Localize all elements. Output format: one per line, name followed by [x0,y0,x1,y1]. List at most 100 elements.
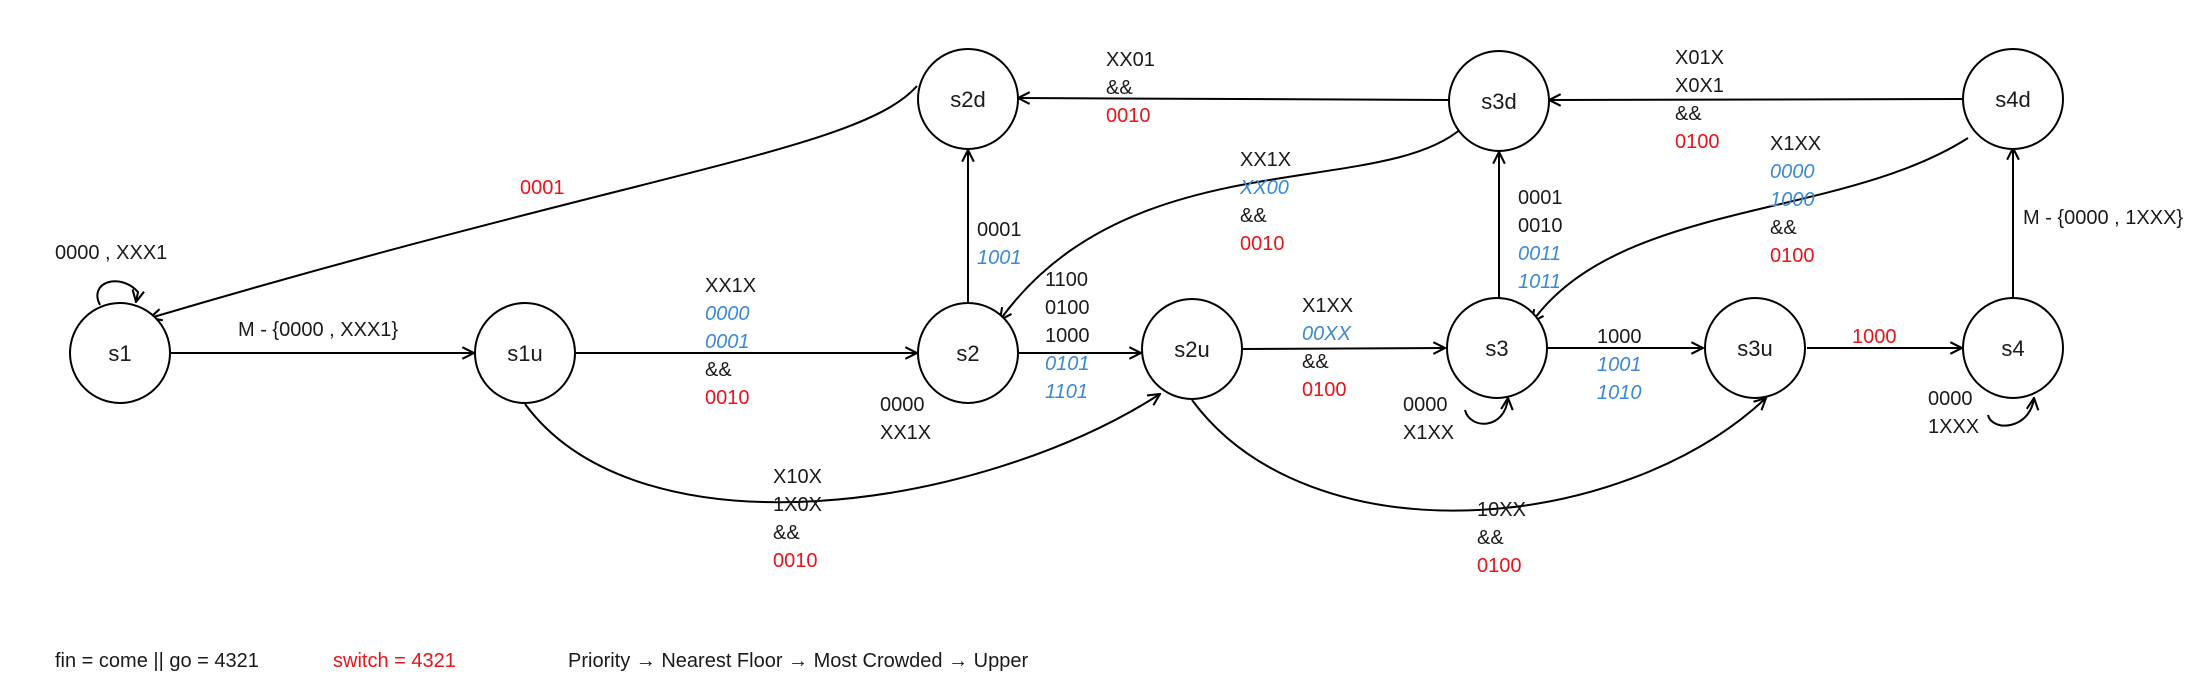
edge-label-line: X10X [773,466,822,488]
edge-label-line: && [1477,527,1504,549]
state-circle [1448,50,1550,152]
edge-label-s2u-s3: X1XX 00XX && 0100 [1302,295,1353,401]
edge-label-s3d-s2d: XX01&&0010 [1106,49,1155,127]
edge-label-s1-loop: 0000 , XXX1 [55,242,167,264]
edge-label-line: XX1X [705,275,756,297]
edge-label-line: && [1240,205,1267,227]
edge-label-line: 0011 [1518,243,1561,265]
state-s2d: s2d [917,48,1019,150]
edge-label-line: 0001 [520,177,565,199]
edge-s1-loop [96,280,138,306]
edge-label-line: 0010 [773,550,818,572]
state-s4: s4 [1962,297,2064,399]
edge-label-line: 0100 [1770,245,1815,267]
edge-label-line: 0000 , XXX1 [55,242,167,264]
edge-s2d-s1 [150,85,918,318]
edge-label-line: XX1X [1240,149,1291,171]
edge-label-line: 0000 [880,394,925,416]
state-s4d: s4d [1962,48,2064,150]
state-s2: s2 [917,302,1019,404]
edge-label-line: 1001 [1597,354,1642,376]
state-circle [69,302,171,404]
footer-formula: fin = come || go = 4321 [55,650,259,672]
state-s1: s1 [69,302,171,404]
edge-label-line: 1100 [1045,269,1088,291]
edge-label-s2-s2d: 0001 1001 [977,219,1022,269]
edge-s4-loop [1987,398,2034,427]
edge-label-line: X1XX [1770,133,1821,155]
edge-label-line: 0000 [1403,394,1448,416]
edge-s2u-s3 [1242,348,1445,349]
edge-label-line: X1XX [1403,422,1454,444]
state-circle [1141,298,1243,400]
edge-label-line: 0001 [977,219,1022,241]
edge-label-line: && [773,522,800,544]
state-circle [1446,297,1548,399]
state-label: s2d [950,87,985,112]
edge-label-line: 1000 [1852,326,1897,348]
state-circle [1704,297,1806,399]
state-label: s2u [1174,337,1209,362]
footer-switch: switch = 4321 [333,650,456,672]
state-s3d: s3d [1448,50,1550,152]
state-circle [1962,48,2064,150]
edge-label-line: 0010 [1240,233,1285,255]
footer: fin = come || go = 4321 switch = 4321 Pr… [55,650,1028,672]
edge-label-line: M - {0000 , 1XXX} [2023,207,2183,229]
edge-s4d-s3 [1532,137,1969,322]
transition-edges [96,85,2034,512]
edge-label-line: M - {0000 , XXX1} [238,319,398,341]
edge-label-line: 10XX [1477,499,1526,521]
edge-label-line: XX1X [880,422,931,444]
edge-label-line: X1XX [1302,295,1353,317]
state-label: s3 [1485,336,1508,361]
edge-label-line: 1001 [977,247,1022,269]
state-label: s4d [1995,87,2030,112]
edge-label-line: && [705,359,732,381]
edge-s2u-s3u [1191,398,1766,512]
edge-label-line: && [1675,103,1702,125]
edge-s3d-s2 [1000,127,1463,320]
edge-label-line: 0010 [1518,215,1563,237]
edge-label-s2d-s1: 0001 [520,177,565,199]
edge-label-line: 1XXX [1928,416,1979,438]
edge-label-line: 0100 [1045,297,1090,319]
edge-label-line: 1000 [1770,189,1815,211]
edge-label-line: 1X0X [773,494,822,516]
edge-label-line: 0000 [705,303,750,325]
state-s3: s3 [1446,297,1548,399]
edge-label-line: 1010 [1597,382,1642,404]
edge-label-line: XX00 [1239,177,1289,199]
state-s2u: s2u [1141,298,1243,400]
transition-labels: 0000 , XXX1 M - {0000 , XXX1} XX1X 0000 0001… [55,47,2183,577]
edge-label-line: 0100 [1302,379,1347,401]
edge-label-line: XX01 [1106,49,1155,71]
edge-label-s2u-s3u: 10XX && 0100 [1477,499,1526,577]
edge-label-line: 1101 [1045,381,1088,403]
state-label: s2 [956,341,979,366]
edge-label-s3d-s2: XX1X XX00 && 0010 [1239,149,1291,255]
edge-label-line: 1000 [1045,325,1090,347]
state-label: s4 [2001,336,2024,361]
edge-label-line: 0100 [1477,555,1522,577]
edge-label-s1u-s2u: X10X 1X0X && 0010 [773,466,822,572]
edge-s4d-s3d [1549,99,1964,100]
state-circle [917,302,1019,404]
edge-label-line: 0101 [1045,353,1090,375]
edge-label-line: 0010 [1106,105,1151,127]
edge-label-line: 0001 [1518,187,1563,209]
edge-label-s2-s2u: 1100 0100 1000 0101 1101 [1045,269,1090,403]
edge-s1u-s2u [524,394,1160,504]
edge-label-s3u-s4: 1000 [1852,326,1897,348]
state-s1u: s1u [474,302,576,404]
edge-s3-loop [1464,398,1508,425]
edge-label-line: 00XX [1302,323,1352,345]
edge-label-line: && [1302,351,1329,373]
